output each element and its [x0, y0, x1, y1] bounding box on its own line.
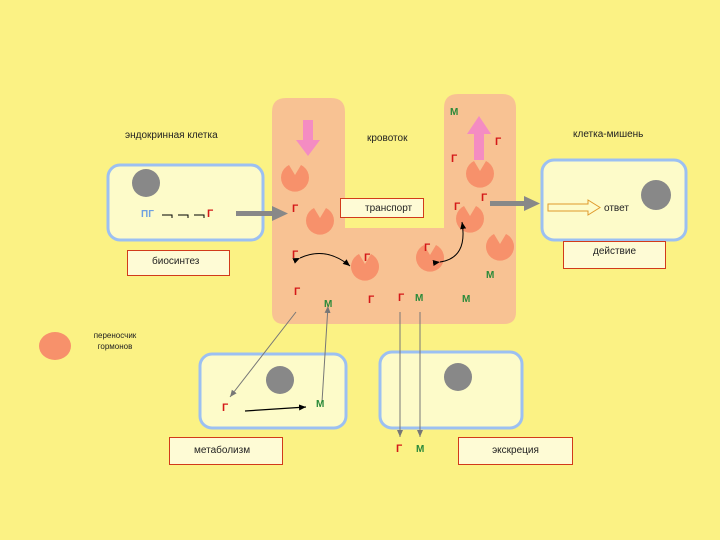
carrier-icon	[486, 234, 514, 261]
bloodstream-channel	[272, 94, 516, 324]
carrier-legend-line1: переносчик	[93, 331, 137, 340]
arrow-icon	[321, 305, 331, 403]
arrow-icon	[432, 221, 467, 266]
hormone-symbol: Г	[292, 203, 299, 215]
hormone-symbol: Г	[398, 292, 405, 304]
nucleus-icon	[266, 366, 294, 394]
carrier-legend-label: переносчик гормонов	[80, 330, 150, 352]
hormone-symbol: Г	[207, 208, 214, 220]
hormone-symbol: Г	[292, 249, 299, 261]
hormone-symbol: Г	[396, 443, 403, 455]
hormone-symbol: Г	[454, 201, 461, 213]
response-label: ответ	[604, 203, 629, 214]
arrow-icon	[236, 206, 288, 221]
metabolite-symbol: М	[416, 444, 425, 455]
arrow-icon	[162, 214, 205, 218]
excretion-cell	[378, 350, 524, 430]
arrow-icon	[490, 196, 540, 211]
arrow-icon	[467, 116, 491, 160]
metabolite-symbol: М	[415, 293, 424, 304]
hormone-symbol: Г	[294, 286, 301, 298]
carrier-icon	[466, 161, 494, 188]
arrow-icon	[244, 404, 307, 412]
carrier-icon	[306, 208, 334, 235]
metabolite-symbol: М	[486, 270, 495, 281]
nucleus-icon	[641, 180, 671, 210]
hormone-symbol: Г	[222, 402, 229, 414]
arrow-icon	[547, 199, 601, 216]
carrier-icon	[281, 165, 309, 192]
metabolite-symbol: М	[324, 299, 333, 310]
hormone-symbol: Г	[495, 136, 502, 148]
transport-box: транспорт	[340, 198, 424, 218]
excretion-box: экскреция	[458, 437, 573, 465]
target-cell-label: клетка-мишень	[573, 129, 644, 140]
metabolite-symbol: М	[316, 399, 325, 410]
arrow-icon	[229, 311, 297, 398]
hormone-symbol: Г	[451, 153, 458, 165]
arrow-icon	[292, 253, 351, 267]
hormone-symbol: Г	[364, 252, 371, 264]
arrow-icon	[296, 120, 320, 156]
metabolite-symbol: М	[450, 107, 459, 118]
prohormone-symbol: ПГ	[141, 209, 154, 220]
nucleus-icon	[444, 363, 472, 391]
biosynthesis-box: биосинтез	[127, 250, 230, 276]
metabolite-symbol: М	[462, 294, 471, 305]
bloodstream-label: кровоток	[367, 133, 408, 144]
hormone-symbol: Г	[368, 294, 375, 306]
hormone-symbol: Г	[481, 192, 488, 204]
action-box: действие	[563, 241, 666, 269]
hormone-symbol: Г	[424, 242, 431, 254]
carrier-icon	[39, 332, 71, 360]
carrier-icon	[351, 254, 379, 281]
metabolism-box: метаболизм	[169, 437, 283, 465]
nucleus-icon	[132, 169, 160, 197]
endocrine-cell-label: эндокринная клетка	[125, 130, 218, 141]
carrier-legend-line2: гормонов	[97, 342, 133, 351]
endocrine-cell	[106, 163, 265, 242]
target-cell	[540, 158, 688, 242]
